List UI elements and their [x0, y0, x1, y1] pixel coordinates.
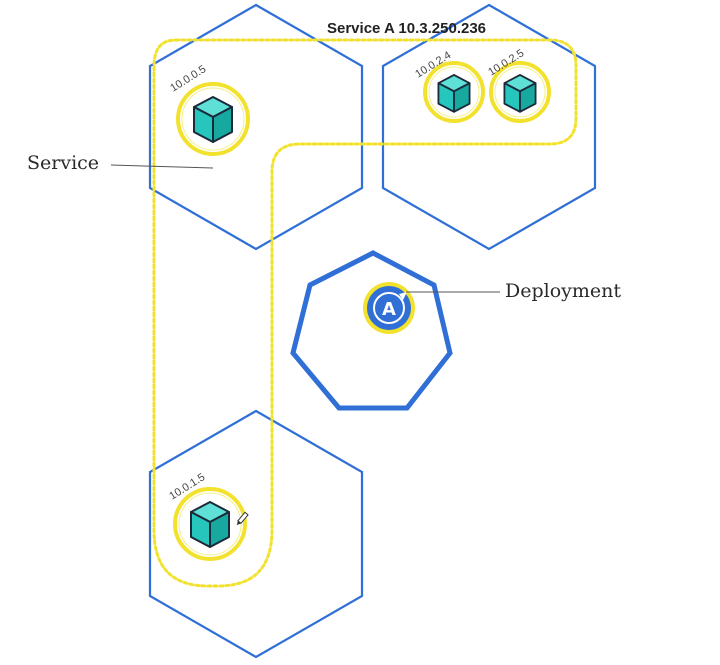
- pod-cube-icon: [193, 96, 233, 143]
- pod-cube-icon: [503, 74, 537, 113]
- node-hexagon-top-left: [148, 3, 364, 251]
- service-callout-label: Service: [27, 152, 99, 174]
- edit-pencil-icon: [236, 511, 249, 526]
- node-hexagon-top-right: [381, 3, 597, 251]
- pod-bottom-left: 10.0.1.5: [167, 471, 249, 561]
- node-hexagon-bottom-left: [148, 409, 364, 659]
- deployment-heptagon: [290, 250, 453, 411]
- service-callout-line: [110, 164, 214, 169]
- pod-cube-icon: [190, 501, 230, 548]
- pod-top-right-2: 10.0.2.5: [486, 47, 551, 123]
- deployment-icon-letter: A: [382, 299, 396, 320]
- service-boundary: [152, 38, 578, 588]
- service-title: Service A 10.3.250.236: [327, 20, 486, 37]
- pod-cube-icon: [437, 74, 471, 113]
- deployment-callout-label: Deployment: [505, 280, 621, 302]
- deployment-icon: A: [363, 282, 415, 334]
